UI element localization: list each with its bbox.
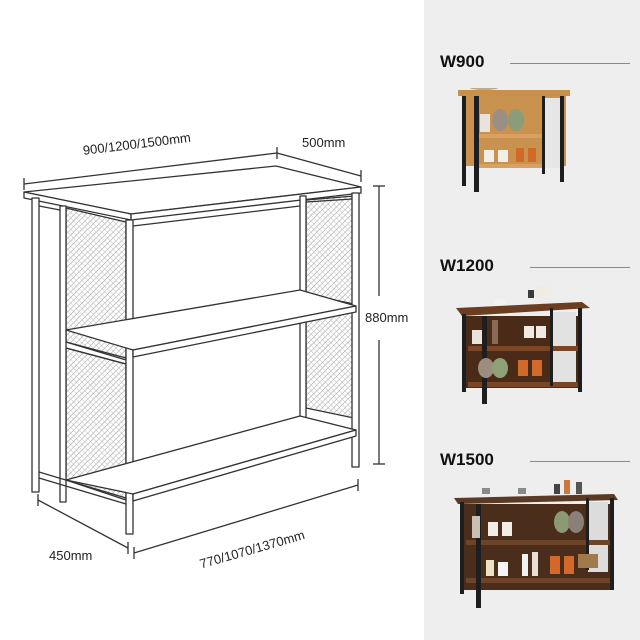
dimension-depth-top-label: 500mm	[302, 135, 346, 150]
dimension-diagram: 900/1200/1500mm 500mm 880mm 450mm 770/10…	[23, 129, 409, 572]
size-variants-panel: W900 W1200	[424, 0, 640, 640]
dimension-depth-bottom-label: 450mm	[49, 548, 93, 563]
variant-header: W900	[440, 52, 630, 76]
variant-header: W1500	[440, 450, 630, 474]
divider-line	[530, 267, 630, 268]
variant-title: W1200	[440, 256, 494, 275]
variant-title: W900	[440, 52, 485, 71]
divider-line	[530, 461, 630, 462]
shelf-line-drawing	[23, 147, 385, 559]
divider-line	[510, 63, 630, 64]
w1200-product-photo	[456, 286, 590, 404]
variant-title: W1500	[440, 450, 494, 469]
w900-product-photo	[458, 88, 570, 192]
dimension-height-label: 880mm	[365, 310, 409, 325]
w1500-product-photo	[454, 480, 618, 608]
variant-header: W1200	[440, 256, 630, 280]
